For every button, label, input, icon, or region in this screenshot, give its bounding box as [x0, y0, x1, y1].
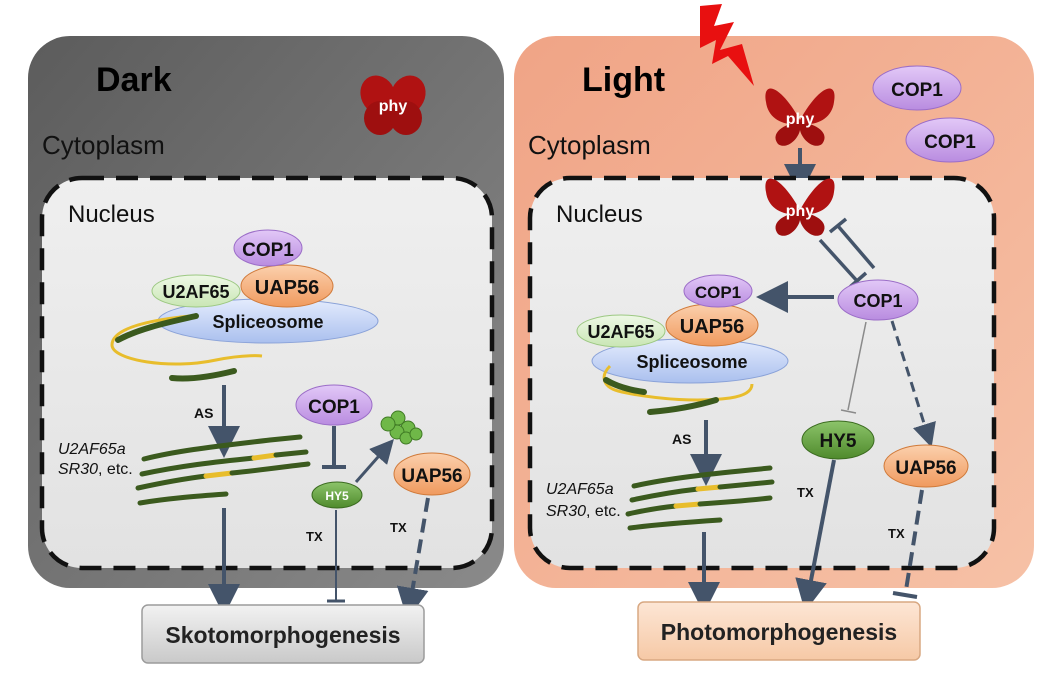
dark-tx-label-1: TX: [306, 529, 323, 544]
light-cyto-cop1-1-label: COP1: [891, 80, 943, 101]
dark-nucleus-label: Nucleus: [68, 201, 155, 228]
light-spliceosome-label: Spliceosome: [636, 352, 747, 372]
dark-u2af65-label: U2AF65: [162, 282, 229, 302]
light-outcome-box: [637, 601, 921, 661]
dark-outcome-label: Skotomorphogenesis: [165, 622, 400, 648]
light-complex-cop1: [683, 274, 753, 308]
dark-genes-line2: SR30, etc.: [58, 461, 133, 478]
light-complex-cop1-label: COP1: [695, 283, 741, 302]
light-phy-cyto: phy: [765, 88, 835, 146]
light-phy-nuc-label: phy: [786, 203, 815, 220]
light-phy-cop1-mutual-inhibition: [818, 217, 876, 289]
light-panel: Light Cytoplasm COP1 COP1 phy Nucleus ph…: [514, 4, 1034, 661]
light-hy5: [801, 420, 875, 460]
light-cyto-cop1-1: [872, 65, 962, 111]
light-title: Light: [582, 61, 665, 99]
dark-as-label: AS: [194, 405, 213, 421]
dark-uap56-label: UAP56: [255, 277, 319, 299]
dark-cop1-label: COP1: [242, 240, 294, 261]
dark-pre-mrna-exon-1: [115, 313, 199, 343]
light-outcome-label: Photomorphogenesis: [661, 619, 897, 645]
light-nucleus-label: Nucleus: [556, 201, 643, 228]
dark-spliceosome-label: Spliceosome: [212, 312, 323, 332]
light-as-label: AS: [672, 431, 691, 447]
dark-free-cop1-label: COP1: [308, 397, 360, 418]
dark-uap56-tx-arrow: [396, 497, 430, 620]
dark-cytoplasm-label: Cytoplasm: [42, 130, 165, 160]
dark-u2af65: [151, 274, 241, 308]
light-cyto-cop1-2: [905, 117, 995, 163]
light-genes-line2: SR30, etc.: [546, 503, 621, 520]
light-free-uap56: [883, 444, 969, 488]
light-mrna-isoforms: [625, 465, 775, 531]
dark-hy5-degradation-arrow: [354, 439, 394, 483]
dark-panel: Dark Cytoplasm phy Nucleus Spliceosome U…: [28, 36, 504, 664]
light-u2af65: [576, 314, 666, 348]
light-tx-label-2: TX: [888, 526, 905, 541]
dark-free-uap56-label: UAP56: [401, 466, 462, 487]
dark-outcome-box: [141, 604, 425, 664]
dark-pre-mrna-exon-2: [169, 368, 237, 382]
light-hy5-tx-arrow: [795, 459, 836, 612]
dark-free-uap56: [393, 452, 471, 496]
dark-phy-dimer: phy: [360, 75, 426, 135]
dark-genes-line1: U2AF65a: [58, 441, 126, 458]
light-u2af65-label: U2AF65: [587, 322, 654, 342]
dark-mrna-isoforms: [135, 434, 311, 506]
light-cop1-weak-inhibits-hy5: [847, 321, 867, 411]
light-uap56-tx-dashed-line: [904, 489, 924, 591]
dark-degraded-fragments: [380, 410, 423, 445]
light-pre-mrna-exon-2: [647, 397, 719, 415]
light-free-uap56-label: UAP56: [895, 458, 956, 479]
dark-title: Dark: [96, 61, 172, 99]
dark-uap56: [240, 264, 334, 308]
light-cytoplasm-label: Cytoplasm: [528, 130, 651, 160]
lightning-icon: [700, 4, 754, 86]
dark-hy5: [311, 481, 363, 509]
dark-cop1: [233, 229, 303, 267]
light-nuc-cop1-label: COP1: [853, 291, 902, 311]
light-pre-mrna-exon-1: [603, 377, 647, 395]
light-phy-nuc: phy: [765, 178, 835, 236]
dark-phy-label: phy: [379, 98, 408, 115]
light-cop1-to-uap56-dashed-arrow: [890, 320, 936, 448]
dark-hy5-label: HY5: [325, 489, 349, 503]
dark-pre-mrna-intron: [110, 314, 263, 366]
light-nuc-cop1: [837, 279, 919, 321]
light-tx-label-1: TX: [797, 485, 814, 500]
light-uap56-label: UAP56: [680, 316, 744, 338]
light-cyto-cop1-2-label: COP1: [924, 132, 976, 153]
dark-tx-label-2: TX: [390, 520, 407, 535]
light-genes-line1: U2AF65a: [546, 481, 614, 498]
light-hy5-label: HY5: [820, 431, 857, 452]
light-phy-cyto-label: phy: [786, 111, 815, 128]
dark-free-cop1: [295, 384, 373, 426]
